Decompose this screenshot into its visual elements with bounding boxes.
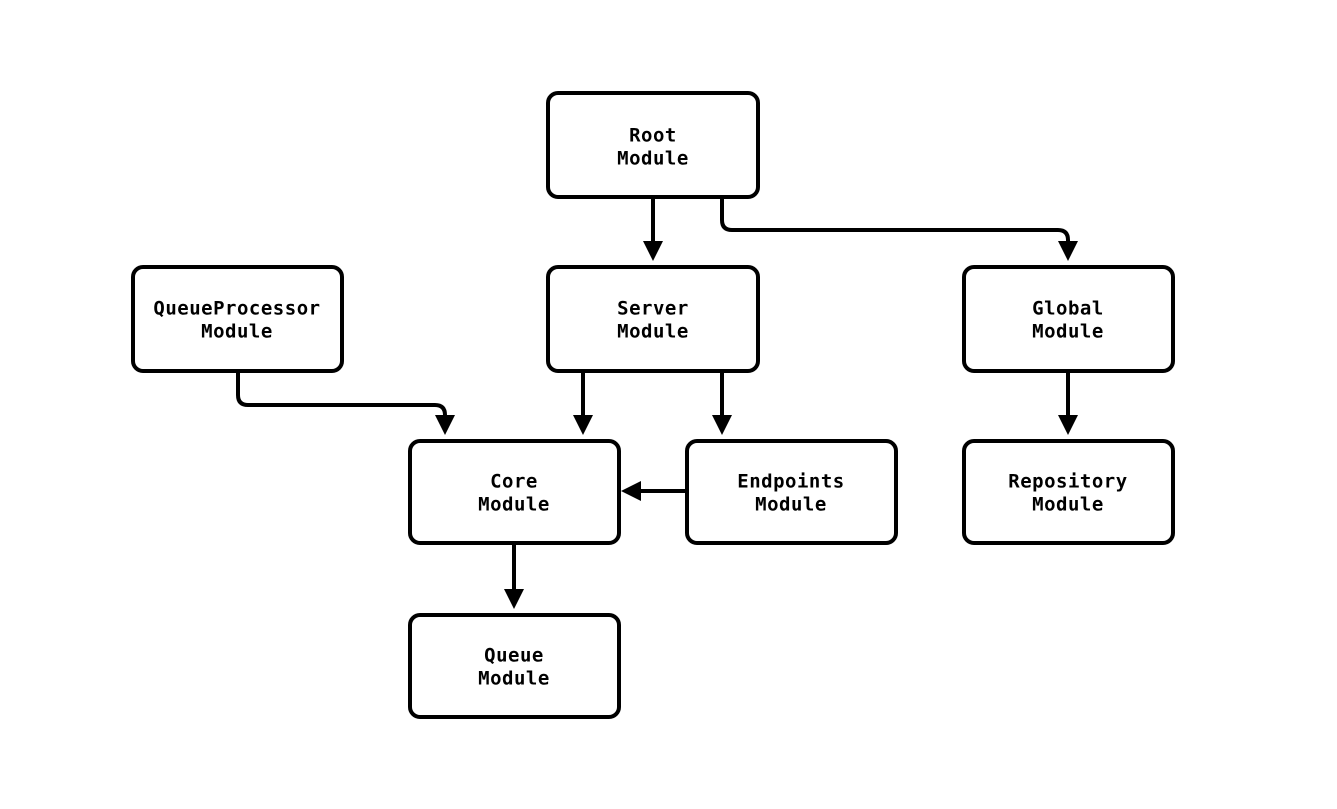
- node-label-line2: Module: [478, 494, 550, 516]
- node-label-line2: Module: [755, 494, 827, 516]
- arrowhead-icon: [435, 415, 455, 435]
- edge-root-to-server: [643, 197, 663, 261]
- node-global-module[interactable]: Global Module: [962, 265, 1175, 373]
- edge-line: [720, 197, 1070, 242]
- node-box[interactable]: [685, 439, 898, 545]
- node-label-line1: Repository: [1008, 471, 1127, 493]
- node-label-line2: Module: [201, 321, 273, 343]
- node-box[interactable]: [408, 439, 621, 545]
- node-server-module[interactable]: Server Module: [546, 265, 760, 373]
- arrowhead-icon: [504, 589, 524, 609]
- arrowhead-icon: [712, 415, 732, 435]
- node-label-line2: Module: [1032, 494, 1104, 516]
- node-label-line2: Module: [617, 148, 689, 170]
- node-root-module[interactable]: Root Module: [546, 91, 760, 199]
- edge-core-to-queue: [504, 543, 524, 609]
- arrowhead-icon: [621, 481, 641, 501]
- node-box[interactable]: [131, 265, 344, 373]
- node-queueprocessor-module[interactable]: QueueProcessor Module: [131, 265, 344, 373]
- edge-layer: [236, 197, 1078, 609]
- node-core-module[interactable]: Core Module: [408, 439, 621, 545]
- node-layer: Root Module QueueProcessor Module Server…: [131, 91, 1175, 719]
- edge-server-to-core: [573, 371, 593, 435]
- node-label-line1: Global: [1032, 298, 1104, 320]
- node-repository-module[interactable]: Repository Module: [962, 439, 1175, 545]
- edge-queueprocessor-to-core: [236, 371, 455, 435]
- arrowhead-icon: [573, 415, 593, 435]
- node-label-line1: Core: [490, 471, 538, 493]
- edge-line: [236, 371, 447, 417]
- edge-endpoints-to-core: [621, 481, 687, 501]
- edge-server-to-endpoints: [712, 371, 732, 435]
- node-box[interactable]: [962, 439, 1175, 545]
- node-box[interactable]: [546, 265, 760, 373]
- node-label-line2: Module: [478, 668, 550, 690]
- node-queue-module[interactable]: Queue Module: [408, 613, 621, 719]
- node-label-line1: Root: [629, 125, 677, 147]
- node-label-line1: Server: [617, 298, 689, 320]
- node-box[interactable]: [962, 265, 1175, 373]
- node-label-line1: Queue: [484, 645, 544, 667]
- edge-root-to-global: [720, 197, 1078, 261]
- node-label-line1: Endpoints: [737, 471, 844, 493]
- node-label-line2: Module: [1032, 321, 1104, 343]
- node-endpoints-module[interactable]: Endpoints Module: [685, 439, 898, 545]
- node-box[interactable]: [408, 613, 621, 719]
- node-box[interactable]: [546, 91, 760, 199]
- arrowhead-icon: [1058, 241, 1078, 261]
- arrowhead-icon: [643, 241, 663, 261]
- node-label-line2: Module: [617, 321, 689, 343]
- node-label-line1: QueueProcessor: [153, 298, 320, 320]
- edge-global-to-repository: [1058, 371, 1078, 435]
- arrowhead-icon: [1058, 415, 1078, 435]
